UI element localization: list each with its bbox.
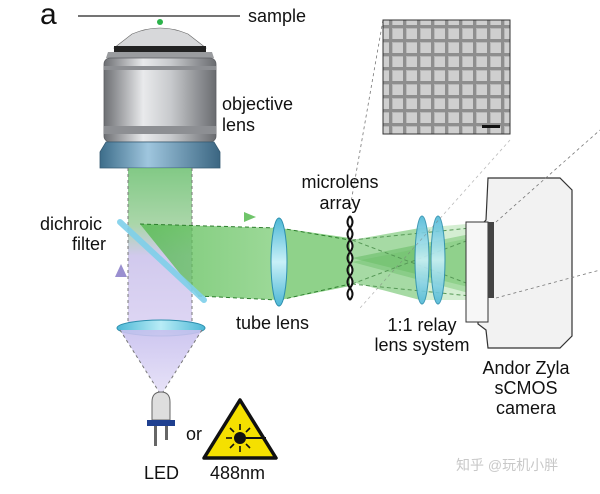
microlens-label-1: microlens (301, 172, 379, 192)
green-beam-to-microlens (280, 228, 350, 300)
microlens-array-icon (346, 215, 354, 301)
camera-label-3: camera (495, 398, 557, 418)
camera-label-1: Andor Zyla (482, 358, 570, 378)
violet-arrow-icon (115, 264, 127, 277)
dichroic-filter (117, 219, 207, 303)
or-label: or (186, 424, 203, 444)
tube-lens-label: tube lens (236, 313, 310, 333)
scale-bar (482, 125, 500, 128)
relay-lens-1-icon (414, 215, 430, 305)
microlens-micrograph-inset (382, 19, 511, 135)
panel-letter: a (40, 0, 57, 31)
violet-cone (120, 330, 202, 395)
microlens-label-2: array (319, 193, 361, 213)
sample-dot (157, 19, 163, 25)
laser-warning-icon (202, 398, 278, 460)
dichroic-label-1: dichroic (40, 214, 103, 234)
objective-lens-icon (99, 27, 221, 169)
relay-lens-2-icon (430, 215, 446, 305)
objective-label-2: lens (222, 115, 256, 135)
dichroic-label-2: filter (72, 234, 107, 254)
camera-label-2: sCMOS (494, 378, 558, 398)
objective-label-1: objective (222, 94, 294, 114)
led-label: LED (144, 463, 180, 483)
relay-label-2: lens system (374, 335, 470, 355)
led-icon (147, 391, 175, 446)
green-beam-to-tube-lens (140, 224, 278, 300)
sample-label: sample (248, 6, 307, 26)
laser-label: 488nm (210, 463, 266, 483)
relay-label-1: 1:1 relay (387, 315, 457, 335)
camera-icon (465, 177, 573, 349)
green-arrow-icon (244, 212, 256, 222)
watermark: 知乎 @玩机小胖 (456, 457, 559, 473)
tube-lens-icon (270, 217, 288, 307)
